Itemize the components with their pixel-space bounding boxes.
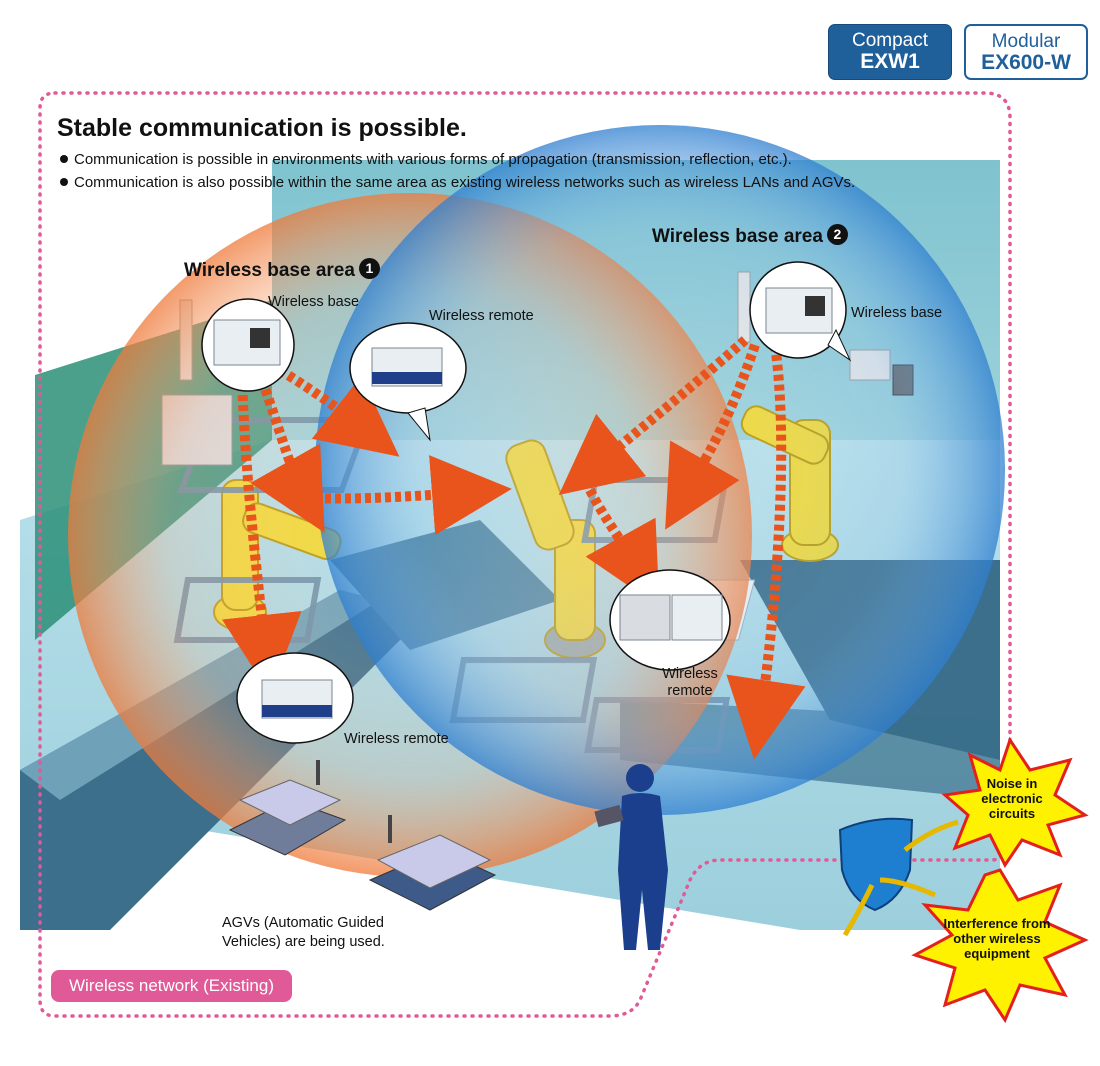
callout-remote-low bbox=[236, 652, 354, 744]
label-wireless-base-1: Wireless base bbox=[268, 294, 360, 310]
agv-vehicle-1 bbox=[228, 760, 347, 856]
callout-base-2 bbox=[749, 261, 852, 362]
bullet-dot-icon bbox=[60, 155, 68, 164]
callout-base-1 bbox=[201, 298, 295, 392]
badge-compact-line2: EXW1 bbox=[860, 49, 920, 73]
headline: Stable communication is possible. bbox=[57, 114, 467, 142]
callout-remote-top bbox=[349, 322, 467, 442]
bullet-item: Communication is also possible within th… bbox=[60, 174, 855, 191]
agv-vehicle-2 bbox=[368, 815, 497, 911]
area-title-text: Wireless base area bbox=[652, 226, 823, 247]
noise-label: Noise in electronic circuits bbox=[981, 776, 1043, 821]
badge-modular-line1: Modular bbox=[991, 31, 1061, 52]
shield-icon bbox=[838, 817, 914, 912]
compact-exw1-badge[interactable]: Compact EXW1 bbox=[828, 24, 952, 80]
existing-network-tag: Wireless network (Existing) bbox=[51, 970, 292, 1002]
badge-compact-line1: Compact bbox=[851, 30, 929, 51]
interference-star bbox=[911, 868, 1089, 1024]
existing-network-border bbox=[38, 91, 1012, 1018]
bullet-item: Communication is possible in environment… bbox=[60, 151, 792, 168]
label-agv: AGVs (Automatic Guided Vehicles) are bei… bbox=[222, 915, 385, 950]
noise-star bbox=[941, 736, 1089, 868]
modular-ex600w-badge[interactable]: Modular EX600-W bbox=[964, 24, 1088, 80]
label-wireless-remote-mid: Wireless remote bbox=[662, 666, 718, 699]
noise-arrows bbox=[842, 819, 959, 937]
badge-modular-line2: EX600-W bbox=[981, 50, 1071, 74]
label-wireless-base-2: Wireless base bbox=[851, 305, 943, 321]
label-wireless-remote-low: Wireless remote bbox=[344, 731, 449, 747]
callout-remote-mid bbox=[609, 569, 731, 671]
wireless-signal-arrows bbox=[221, 336, 806, 760]
label-wireless-remote-top: Wireless remote bbox=[429, 308, 534, 324]
bullet-text: Communication is also possible within th… bbox=[74, 174, 856, 191]
interference-label: Interference from other wireless equipme… bbox=[943, 916, 1051, 961]
area-title-text: Wireless base area bbox=[184, 260, 355, 281]
area-number-badge: 1 bbox=[358, 258, 380, 280]
area-number-badge: 2 bbox=[826, 224, 848, 246]
worker-with-tablet bbox=[594, 764, 668, 950]
bullet-dot-icon bbox=[60, 178, 68, 187]
bullet-text: Communication is possible in environment… bbox=[74, 151, 792, 168]
